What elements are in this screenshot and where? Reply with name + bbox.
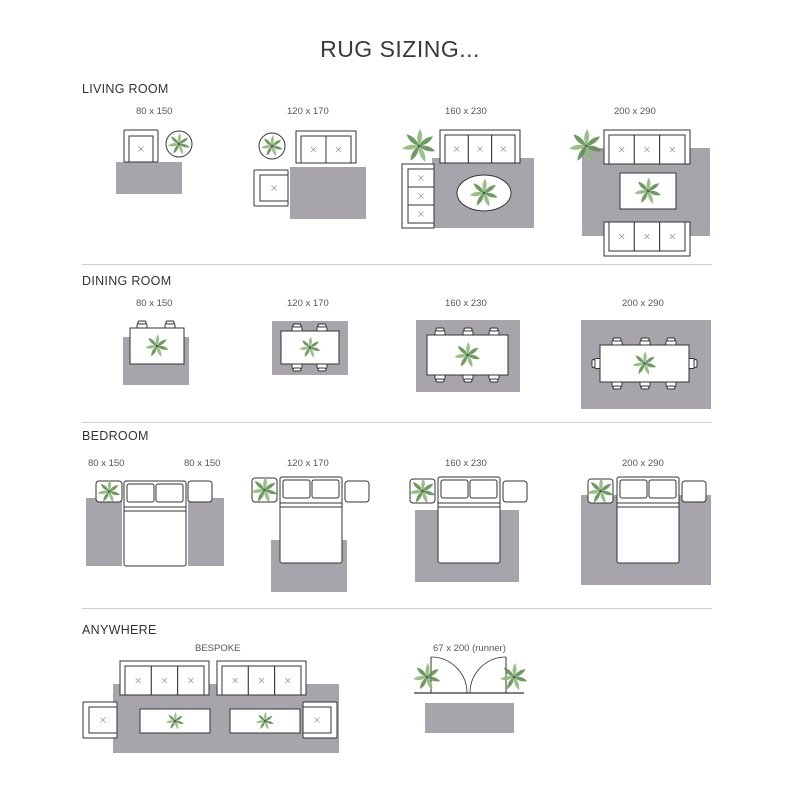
section-title-bedroom: BEDROOM xyxy=(82,429,149,443)
size-label: 80 x 150 xyxy=(88,458,125,469)
sofa-icon xyxy=(603,221,691,257)
size-label: 80 x 150 xyxy=(184,458,221,469)
plant-icon xyxy=(251,476,278,503)
plant-icon xyxy=(165,130,193,158)
plant-icon xyxy=(469,178,498,207)
nightstand-icon xyxy=(587,477,614,504)
plant-icon xyxy=(409,477,436,504)
nightstand-icon xyxy=(681,480,707,503)
divider xyxy=(82,264,712,265)
plant-icon xyxy=(165,711,184,730)
section-title-living-room: LIVING ROOM xyxy=(82,82,169,96)
plant-icon xyxy=(97,479,121,503)
sofa-icon xyxy=(439,129,521,164)
page-title: RUG SIZING... xyxy=(320,36,480,62)
sofa-icon xyxy=(603,129,691,165)
nightstand-icon xyxy=(502,480,528,503)
size-label: 80 x 150 xyxy=(136,106,173,117)
armchair-icon xyxy=(82,701,118,739)
rug xyxy=(290,167,366,219)
size-label: 67 x 200 (runner) xyxy=(433,643,506,654)
plant-icon xyxy=(413,663,441,691)
size-label: 160 x 230 xyxy=(445,106,487,117)
size-label: 80 x 150 xyxy=(136,298,173,309)
coffee-table-icon xyxy=(229,708,301,734)
armchair-icon xyxy=(123,129,159,163)
plant-icon xyxy=(258,132,286,160)
bed-icon xyxy=(616,476,680,564)
nightstand-icon xyxy=(344,480,370,503)
section-title-anywhere: ANYWHERE xyxy=(82,623,157,637)
nightstand-icon xyxy=(409,477,436,504)
armchair-icon xyxy=(302,701,338,739)
armchair-icon xyxy=(253,169,289,207)
size-label: 120 x 170 xyxy=(287,458,329,469)
nightstand-icon xyxy=(95,479,123,503)
dining-table-icon xyxy=(426,334,509,376)
plant-icon xyxy=(168,132,190,155)
size-label: 160 x 230 xyxy=(445,298,487,309)
divider xyxy=(82,608,712,609)
bed-icon xyxy=(279,476,343,564)
sofa-icon xyxy=(401,163,435,229)
divider xyxy=(82,422,712,423)
sofa-icon xyxy=(216,660,307,696)
plant-icon xyxy=(299,336,321,358)
coffee-table-icon xyxy=(619,172,677,210)
size-label: 160 x 230 xyxy=(445,458,487,469)
size-label: BESPOKE xyxy=(195,643,241,654)
section-title-dining-room: DINING ROOM xyxy=(82,274,172,288)
plant-icon xyxy=(634,177,662,204)
plant-icon xyxy=(402,129,436,162)
plant-icon xyxy=(632,351,657,375)
nightstand-icon xyxy=(251,476,278,503)
size-label: 200 x 290 xyxy=(622,298,664,309)
sofa-icon xyxy=(119,660,210,696)
plant-icon xyxy=(569,129,603,162)
dining-table-icon xyxy=(599,344,690,383)
dining-table-icon xyxy=(280,330,340,365)
nightstand-icon xyxy=(187,480,213,503)
rug xyxy=(86,498,122,566)
bed-icon xyxy=(123,480,187,567)
dining-table-icon xyxy=(129,327,185,365)
coffee-table-icon xyxy=(139,708,211,734)
plant-icon xyxy=(255,711,274,730)
rug xyxy=(425,703,514,733)
size-label: 200 x 290 xyxy=(622,458,664,469)
size-label: 120 x 170 xyxy=(287,106,329,117)
bed-icon xyxy=(437,476,501,564)
door-icon xyxy=(430,656,468,694)
plant-icon xyxy=(454,341,481,368)
rug xyxy=(116,162,182,194)
coffee-table-icon xyxy=(456,174,512,212)
plant-icon xyxy=(145,334,169,358)
size-label: 120 x 170 xyxy=(287,298,329,309)
sofa-icon xyxy=(295,130,357,164)
size-label: 200 x 290 xyxy=(614,106,656,117)
plant-icon xyxy=(261,134,283,157)
rug xyxy=(188,498,224,566)
door-icon xyxy=(469,656,507,694)
plant-icon xyxy=(587,477,614,504)
plant-icon xyxy=(500,663,528,691)
